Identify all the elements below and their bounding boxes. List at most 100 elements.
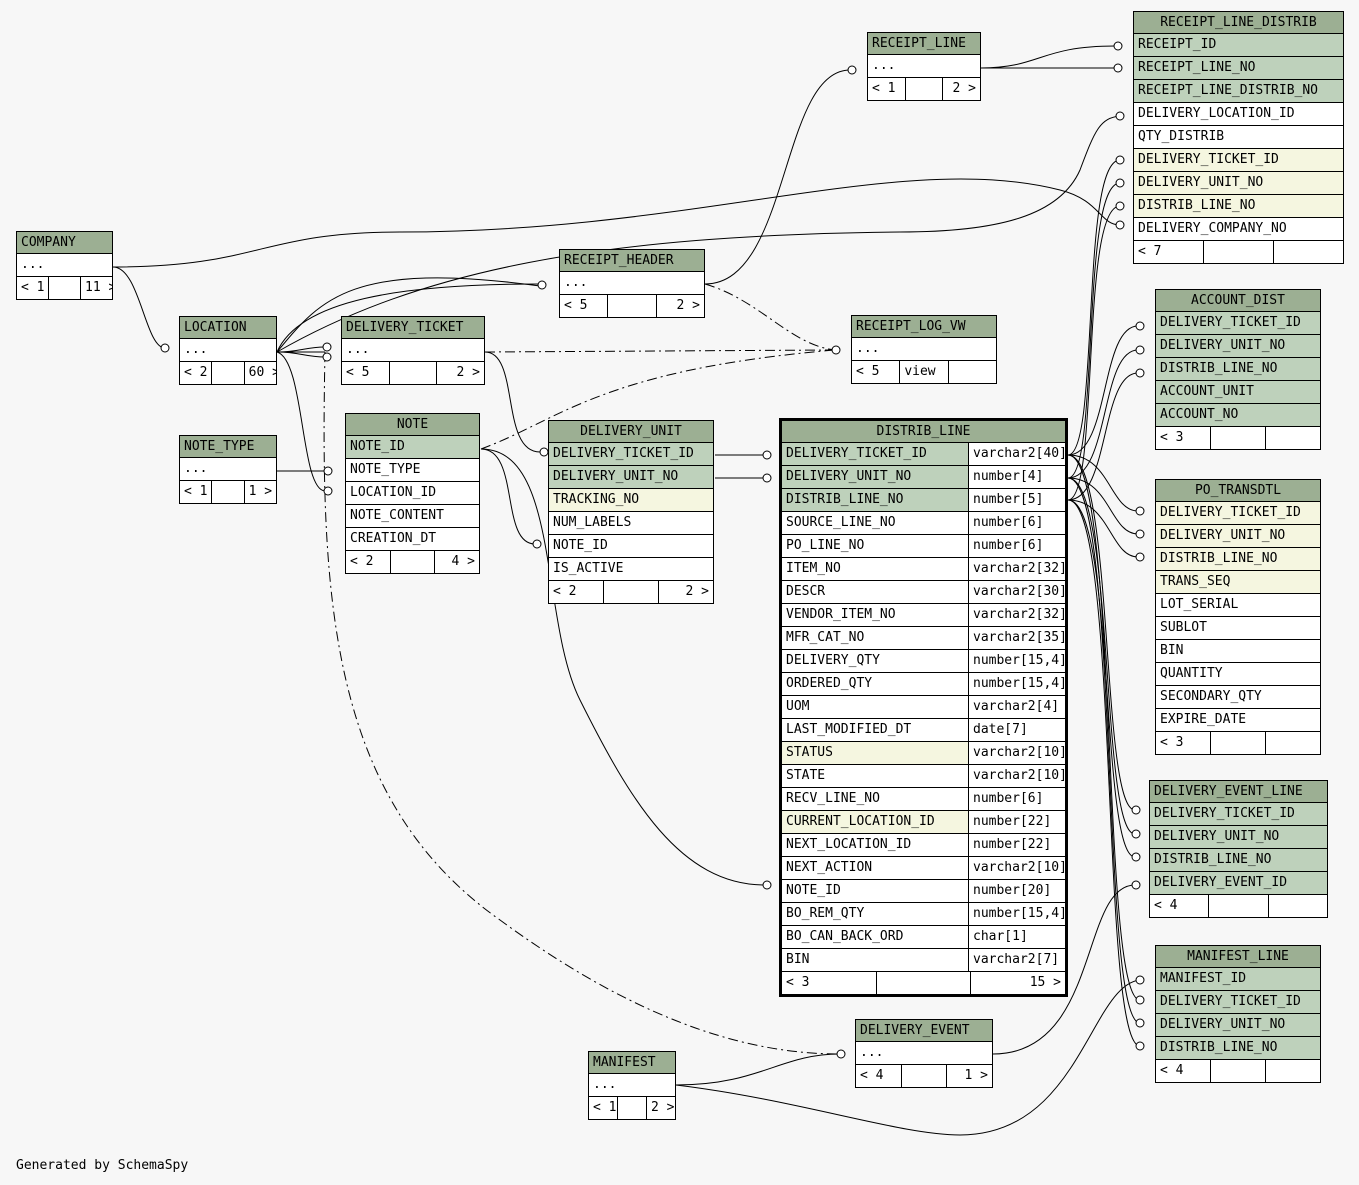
table-row[interactable]: SUBLOT	[1156, 617, 1320, 640]
table-row[interactable]: DELIVERY_TICKET_ID	[1156, 502, 1320, 525]
column-name: SOURCE_LINE_NO	[786, 515, 896, 530]
table-company[interactable]: COMPANY...< 111 >	[16, 231, 113, 300]
table-row[interactable]: DELIVERY_UNIT_NO	[549, 466, 713, 489]
table-row[interactable]: TRANS_SEQ	[1156, 571, 1320, 594]
table-row[interactable]: RECEIPT_ID	[1134, 34, 1343, 57]
table-row[interactable]: ...	[560, 272, 704, 295]
table-row[interactable]: DELIVERY_EVENT_ID	[1150, 872, 1327, 895]
table-row[interactable]: DISTRIB_LINE_NO	[1156, 1037, 1320, 1060]
table-row[interactable]: QUANTITY	[1156, 663, 1320, 686]
table-row[interactable]: ...	[17, 254, 112, 277]
table-row[interactable]: TRACKING_NO	[549, 489, 713, 512]
table-row[interactable]: RECEIPT_LINE_DISTRIB_NO	[1134, 80, 1343, 103]
table-row[interactable]: DELIVERY_UNIT_NO	[1150, 826, 1327, 849]
column-name: DELIVERY_COMPANY_NO	[1138, 221, 1287, 236]
column-name: IS_ACTIVE	[553, 561, 624, 576]
table-row[interactable]: CREATION_DT	[346, 528, 479, 551]
table-row[interactable]: DELIVERY_COMPANY_NO	[1134, 218, 1343, 241]
table-row[interactable]: DELIVERY_TICKET_ID	[1134, 149, 1343, 172]
table-row[interactable]: ...	[342, 339, 484, 362]
table-row[interactable]: DELIVERY_UNIT_NO	[1134, 172, 1343, 195]
column-name: LOT_SERIAL	[1160, 597, 1239, 612]
table-row[interactable]: MANIFEST_ID	[1156, 968, 1320, 991]
table-row[interactable]: DISTRIB_LINE_NO	[1156, 358, 1320, 381]
table-row[interactable]: DELIVERY_TICKET_ID	[1150, 803, 1327, 826]
table-row[interactable]: SECONDARY_QTY	[1156, 686, 1320, 709]
table-row[interactable]: ...	[856, 1042, 992, 1065]
table-row[interactable]: EXPIRE_DATE	[1156, 709, 1320, 732]
table-row[interactable]: NOTE_TYPE	[346, 459, 479, 482]
footer-middle	[1210, 1060, 1265, 1082]
table-row[interactable]: DELIVERY_LOCATION_ID	[1134, 103, 1343, 126]
table-row[interactable]: ...	[868, 55, 980, 78]
table-row[interactable]: ACCOUNT_UNIT	[1156, 381, 1320, 404]
table-row[interactable]: ACCOUNT_NO	[1156, 404, 1320, 427]
table-row[interactable]: DELIVERY_UNIT_NO	[1156, 1014, 1320, 1037]
table-row[interactable]: LOCATION_ID	[346, 482, 479, 505]
table-row[interactable]: NOTE_ID	[549, 535, 713, 558]
table-row[interactable]: BIN	[1156, 640, 1320, 663]
footer-middle	[904, 78, 943, 100]
table-row[interactable]: IS_ACTIVE	[549, 558, 713, 581]
table-row[interactable]: QTY_DISTRIB	[1134, 126, 1343, 149]
table-row[interactable]: ...	[852, 338, 996, 361]
table-row[interactable]: DISTRIB_LINE_NO	[1150, 849, 1327, 872]
parent-count: < 5	[856, 364, 880, 379]
table-row[interactable]: DELIVERY_TICKET_ID	[1156, 991, 1320, 1014]
table-row[interactable]: DELIVERY_TICKET_ID	[549, 443, 713, 466]
table-row[interactable]: DELIVERY_TICKET_ID	[1156, 312, 1320, 335]
table-row[interactable]: ...	[180, 458, 276, 481]
table-row[interactable]: NOTE_ID	[346, 436, 479, 459]
table-row[interactable]: ...	[180, 339, 276, 362]
table-row[interactable]: DISTRIB_LINE_NO	[1134, 195, 1343, 218]
table-row[interactable]: DELIVERY_UNIT_NO	[1156, 335, 1320, 358]
table-location[interactable]: LOCATION...< 260 >	[179, 316, 277, 385]
table-row[interactable]: RECEIPT_LINE_NO	[1134, 57, 1343, 80]
table-row[interactable]: NUM_LABELS	[549, 512, 713, 535]
table-row[interactable]: LOT_SERIAL	[1156, 594, 1320, 617]
table-row[interactable]: DELIVERY_UNIT_NO	[1156, 525, 1320, 548]
table-row[interactable]: DISTRIB_LINE_NO	[1156, 548, 1320, 571]
table-row[interactable]: NOTE_CONTENT	[346, 505, 479, 528]
table-row[interactable]: ...	[589, 1074, 675, 1097]
